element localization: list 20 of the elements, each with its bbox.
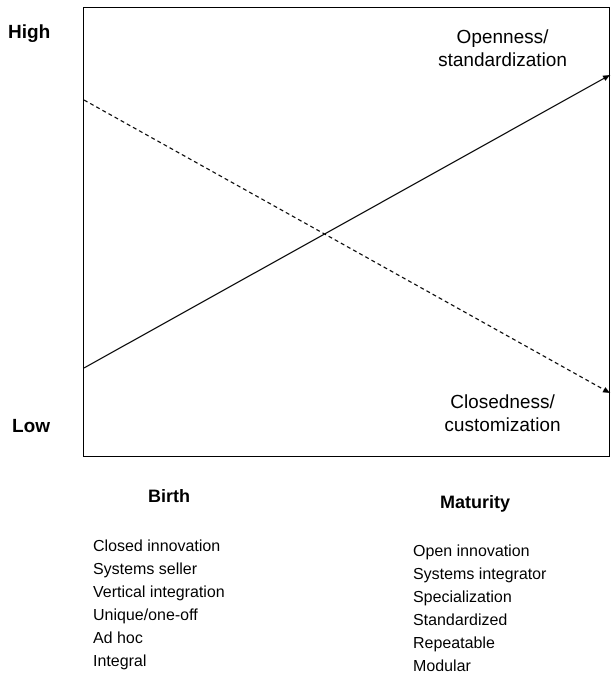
column-heading: Maturity (440, 492, 510, 513)
list-item: Open innovation (413, 542, 531, 562)
list-item: Standardized (413, 611, 508, 631)
list-item: Systems integrator (413, 565, 546, 585)
curve-label: Openness/ standardization (437, 27, 568, 73)
list-item: Vertical integration (93, 583, 225, 603)
list-item: Ad hoc (93, 629, 144, 649)
arrow (84, 99, 610, 394)
axis-label: Low (12, 416, 50, 438)
list-item: Systems seller (93, 560, 198, 580)
curve-label: Closedness/ customization (443, 392, 562, 438)
list-item: Unique/one-off (93, 606, 199, 626)
list-item: Closed innovation (93, 537, 222, 557)
column-heading: Birth (148, 486, 190, 507)
axis-label: High (8, 22, 50, 44)
list-item: Integral (93, 652, 148, 672)
list-item: Repeatable (413, 634, 496, 654)
arrow (84, 74, 610, 369)
list-item: Specialization (413, 588, 513, 608)
list-item: Modular (413, 657, 472, 677)
